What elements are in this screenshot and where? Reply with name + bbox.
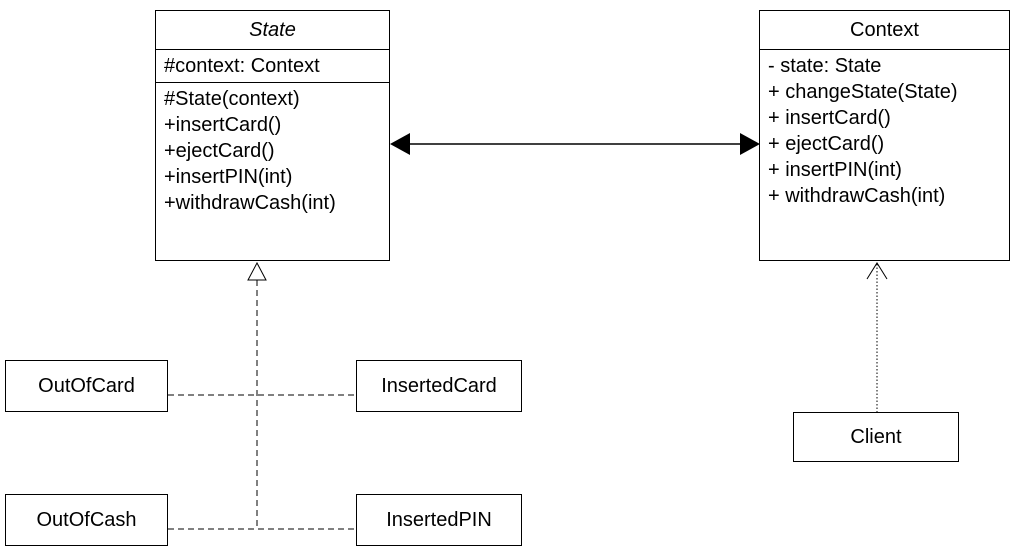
context-member: + changeState(State) xyxy=(768,81,958,103)
context-class-box: Context - state: State + changeState(Sta… xyxy=(759,10,1010,261)
association-arrowhead-left xyxy=(390,133,410,155)
state-class-name: State xyxy=(156,11,389,50)
state-method: #State(context) xyxy=(164,88,300,110)
dependency-arrowhead xyxy=(866,262,888,280)
context-member: + withdrawCash(int) xyxy=(768,185,946,207)
out-of-cash-box: OutOfCash xyxy=(5,494,168,546)
context-member: + insertCard() xyxy=(768,107,891,129)
state-class-attributes: #context: Context xyxy=(156,50,389,83)
state-method: +withdrawCash(int) xyxy=(164,192,336,214)
out-of-card-box: OutOfCard xyxy=(5,360,168,412)
state-class-box: State #context: Context #State(context) … xyxy=(155,10,390,261)
context-member: - state: State xyxy=(768,55,882,77)
state-attribute: #context: Context xyxy=(164,55,320,77)
context-class-members: - state: State + changeState(State) + in… xyxy=(760,50,1009,212)
state-method: +insertCard() xyxy=(164,114,282,136)
state-class-methods: #State(context) +insertCard() +ejectCard… xyxy=(156,83,389,219)
context-class-name: Context xyxy=(760,11,1009,50)
inserted-card-box: InsertedCard xyxy=(356,360,522,412)
realization-triangle xyxy=(247,261,267,281)
context-member: + insertPIN(int) xyxy=(768,159,902,181)
client-box: Client xyxy=(793,412,959,462)
context-member: + ejectCard() xyxy=(768,133,885,155)
state-method: +insertPIN(int) xyxy=(164,166,293,188)
state-method: +ejectCard() xyxy=(164,140,275,162)
association-arrowhead-right xyxy=(740,133,760,155)
inserted-pin-box: InsertedPIN xyxy=(356,494,522,546)
